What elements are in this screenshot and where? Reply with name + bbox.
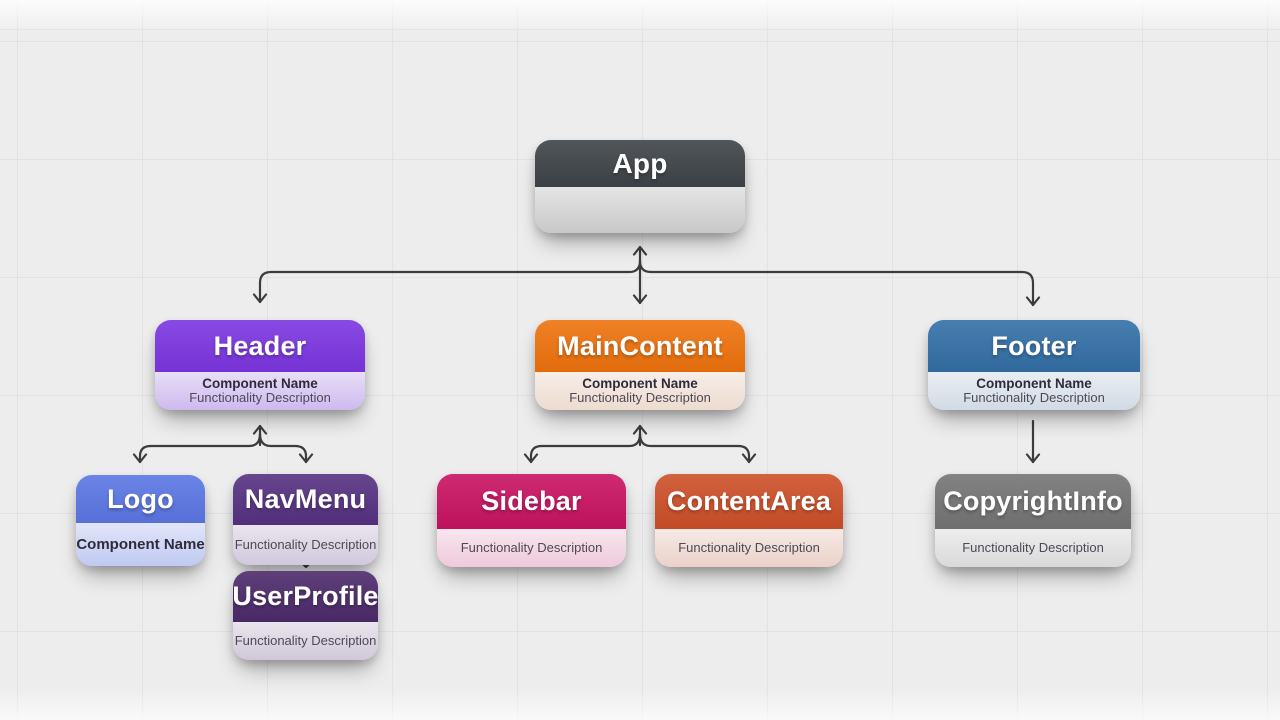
node-sidebar-line2: Functionality Description	[460, 539, 603, 555]
node-header-body: Component Name Functionality Description	[155, 372, 365, 410]
node-footer-header: Footer	[928, 320, 1140, 372]
node-copyrightinfo-body: Functionality Description	[935, 529, 1131, 567]
edge-app-footer	[638, 259, 1041, 307]
node-userprofile: UserProfile Functionality Description	[233, 571, 378, 660]
node-sidebar: Sidebar Functionality Description	[437, 474, 626, 567]
node-footer-body: Component Name Functionality Description	[928, 372, 1140, 410]
node-maincontent-body: Component Name Functionality Description	[535, 372, 745, 410]
node-contentarea-body: Functionality Description	[655, 529, 843, 567]
node-copyrightinfo-title: CopyrightInfo	[943, 486, 1123, 516]
node-maincontent: MainContent Component Name Functionality…	[535, 320, 745, 410]
node-app: App	[535, 140, 745, 233]
node-app-body	[535, 187, 745, 233]
node-userprofile-title: UserProfile	[233, 581, 378, 611]
node-footer: Footer Component Name Functionality Desc…	[928, 320, 1140, 410]
node-header-line2: Functionality Description	[189, 390, 331, 406]
node-maincontent-title: MainContent	[557, 330, 723, 361]
node-contentarea-header: ContentArea	[655, 474, 843, 529]
edge-app-header	[252, 259, 642, 304]
node-maincontent-line2: Functionality Description	[569, 390, 711, 406]
node-userprofile-body: Functionality Description	[233, 622, 378, 660]
edge-maincontent-contentarea	[638, 432, 757, 464]
node-navmenu-line2: Functionality Description	[234, 536, 377, 552]
edge-maincontent-sidebar	[523, 432, 642, 464]
node-navmenu-header: NavMenu	[233, 474, 378, 525]
node-footer-line1: Component Name	[976, 375, 1092, 391]
node-app-title: App	[612, 147, 668, 179]
edge-header-logo	[132, 432, 262, 464]
node-copyrightinfo: CopyrightInfo Functionality Description	[935, 474, 1131, 567]
node-footer-line2: Functionality Description	[963, 390, 1105, 406]
node-maincontent-header: MainContent	[535, 320, 745, 372]
node-sidebar-header: Sidebar	[437, 474, 626, 529]
node-contentarea: ContentArea Functionality Description	[655, 474, 843, 567]
node-userprofile-line2: Functionality Description	[234, 632, 377, 648]
edge-header-navmenu	[258, 432, 314, 464]
node-app-header: App	[535, 140, 745, 187]
node-contentarea-line2: Functionality Description	[678, 539, 820, 555]
node-footer-title: Footer	[991, 330, 1077, 361]
node-logo-body: Component Name	[76, 523, 205, 566]
node-header-header: Header	[155, 320, 365, 372]
node-header-line1: Component Name	[202, 375, 318, 391]
node-copyrightinfo-line2: Functionality Description	[962, 539, 1104, 555]
node-contentarea-title: ContentArea	[666, 486, 832, 516]
node-navmenu: NavMenu Functionality Description	[233, 474, 378, 565]
node-logo-header: Logo	[76, 475, 205, 523]
node-header-title: Header	[213, 330, 307, 361]
node-header: Header Component Name Functionality Desc…	[155, 320, 365, 410]
node-copyrightinfo-header: CopyrightInfo	[935, 474, 1131, 529]
node-navmenu-body: Functionality Description	[233, 525, 378, 565]
node-logo-title: Logo	[107, 483, 174, 514]
node-logo-line1: Component Name	[76, 535, 205, 553]
node-sidebar-title: Sidebar	[481, 486, 582, 516]
node-userprofile-header: UserProfile	[233, 571, 378, 622]
node-sidebar-body: Functionality Description	[437, 529, 626, 567]
node-maincontent-line1: Component Name	[582, 375, 698, 391]
node-logo: Logo Component Name	[76, 475, 205, 566]
node-navmenu-title: NavMenu	[244, 484, 367, 514]
